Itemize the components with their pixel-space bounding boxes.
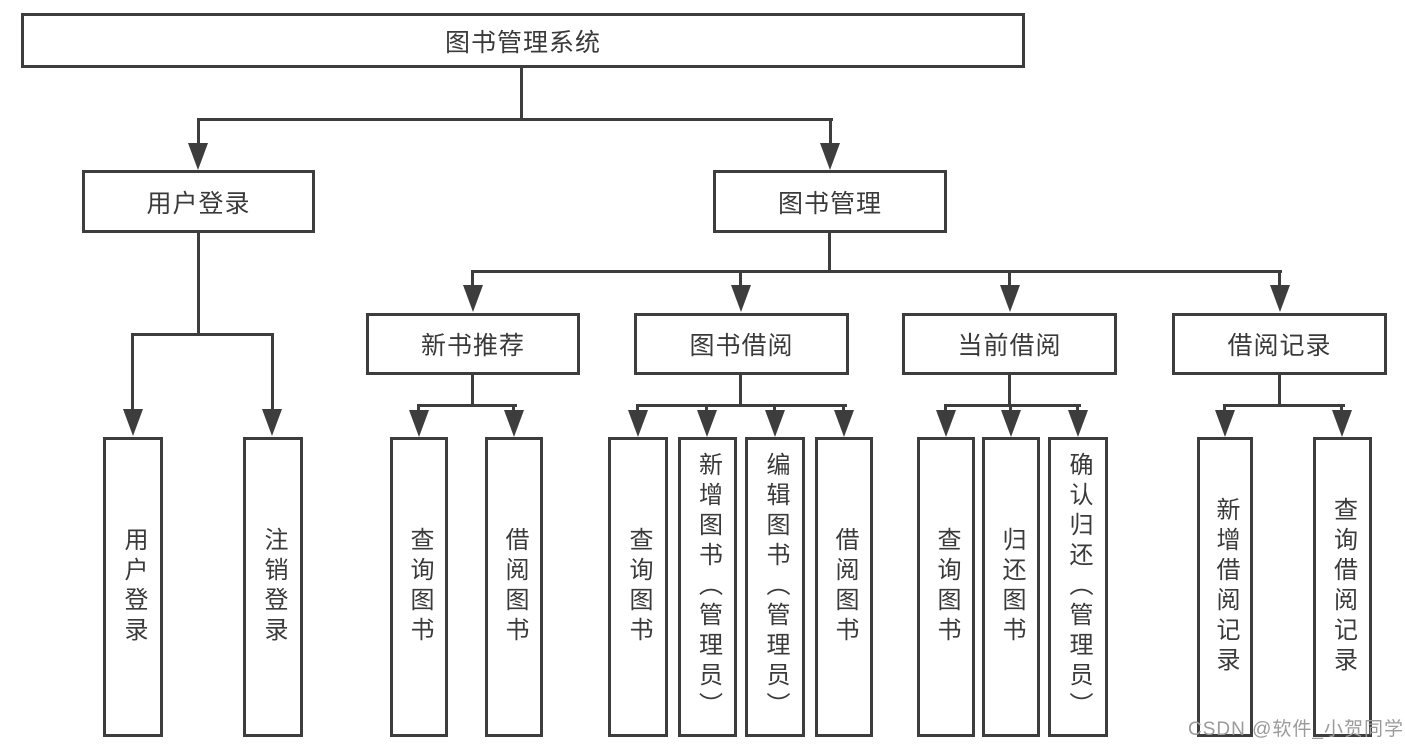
connector-book-mgmt-drop-3 [1008, 270, 1011, 286]
connector-records-drop-1 [1223, 404, 1226, 413]
leaf-label: 查询图书 [406, 527, 433, 647]
leaf-logout: 注销登录 [243, 437, 303, 737]
arrow-down-icon [834, 410, 854, 437]
connector-root-stem [520, 66, 523, 120]
leaf-confirm-return-admin: 确认归还（管理员） [1048, 437, 1108, 737]
leaf-user-login: 用户登录 [103, 437, 163, 737]
connector-records-stem [1278, 372, 1281, 407]
connector-current-bar [944, 404, 1081, 407]
leaf-add-borrow-record: 新增借阅记录 [1197, 437, 1253, 737]
node-new-book-recommendation: 新书推荐 [366, 313, 580, 375]
connector-user-login-bar [131, 333, 274, 336]
arrow-down-icon [820, 143, 840, 170]
node-label: 图书管理 [777, 189, 882, 218]
leaf-query-books-current: 查询图书 [917, 437, 975, 737]
leaf-label: 归还图书 [998, 527, 1025, 647]
leaf-return-books: 归还图书 [982, 437, 1040, 737]
leaf-edit-book-admin: 编辑图书（管理员） [745, 437, 805, 737]
arrow-down-icon [188, 143, 208, 170]
arrow-down-icon [1068, 410, 1088, 437]
connector-book-mgmt-drop-2 [739, 270, 742, 286]
connector-book-mgmt-drop-1 [471, 270, 474, 286]
node-current-borrowing: 当前借阅 [902, 313, 1117, 375]
connector-current-drop-2 [1009, 404, 1012, 413]
connector-new-book-bar [417, 404, 517, 407]
leaf-query-books-recommend: 查询图书 [390, 437, 448, 737]
node-label: 图书借阅 [689, 332, 794, 360]
leaf-label: 新增借阅记录 [1212, 497, 1239, 677]
connector-borrowing-drop-1 [636, 404, 639, 413]
connector-root-drop-left [197, 118, 200, 146]
arrow-down-icon [1000, 285, 1020, 312]
leaf-label: 新增图书（管理员） [694, 452, 722, 722]
connector-current-stem [1008, 372, 1011, 407]
leaf-label: 借阅图书 [831, 527, 858, 647]
arrow-down-icon [1270, 285, 1290, 312]
connector-root-drop-right [829, 118, 832, 146]
connector-root-bar [197, 118, 833, 121]
node-label: 用户登录 [146, 189, 251, 218]
arrow-down-icon [731, 285, 751, 312]
connector-borrowing-stem [739, 372, 742, 407]
leaf-label: 查询借阅记录 [1329, 497, 1357, 677]
node-root-label: 图书管理系统 [444, 28, 601, 57]
arrow-down-icon [262, 409, 282, 436]
connector-new-book-drop-2 [512, 404, 515, 413]
arrow-down-icon [504, 410, 524, 437]
connector-current-drop-1 [944, 404, 947, 413]
connector-records-bar [1223, 404, 1345, 407]
node-label: 借阅记录 [1227, 332, 1332, 360]
connector-user-login-drop-1 [131, 333, 134, 410]
node-book-borrowing: 图书借阅 [634, 313, 849, 375]
connector-borrowing-drop-3 [773, 404, 776, 413]
arrow-down-icon [463, 285, 483, 312]
arrow-down-icon [936, 410, 956, 437]
connector-current-drop-3 [1076, 404, 1079, 413]
arrow-down-icon [409, 410, 429, 437]
arrow-down-icon [123, 409, 143, 436]
connector-book-mgmt-stem [828, 231, 831, 272]
leaf-borrow-books-recommend: 借阅图书 [485, 437, 543, 737]
leaf-query-borrow-record: 查询借阅记录 [1313, 437, 1372, 737]
leaf-label: 查询图书 [625, 527, 652, 647]
arrow-down-icon [697, 410, 717, 437]
connector-user-login-stem [197, 231, 200, 335]
node-user-login: 用户登录 [82, 170, 315, 233]
leaf-add-book-admin: 新增图书（管理员） [678, 437, 737, 737]
node-book-management: 图书管理 [713, 170, 947, 233]
connector-user-login-drop-2 [271, 333, 274, 410]
connector-book-mgmt-drop-4 [1278, 270, 1281, 286]
connector-borrowing-bar [636, 404, 847, 407]
connector-new-book-stem [471, 372, 474, 407]
node-label: 当前借阅 [957, 332, 1062, 360]
connector-borrowing-drop-2 [705, 404, 708, 413]
leaf-label: 查询图书 [933, 527, 960, 647]
arrow-down-icon [1001, 410, 1021, 437]
arrow-down-icon [628, 410, 648, 437]
leaf-query-books-borrowing: 查询图书 [608, 437, 668, 737]
leaf-borrow-books-borrowing: 借阅图书 [815, 437, 873, 737]
connector-borrowing-drop-4 [842, 404, 845, 413]
leaf-label: 确认归还（管理员） [1065, 452, 1092, 722]
node-label: 新书推荐 [420, 332, 525, 360]
leaf-label: 注销登录 [260, 527, 287, 647]
leaf-label: 用户登录 [120, 527, 147, 647]
connector-records-drop-2 [1340, 404, 1343, 413]
connector-book-mgmt-bar [471, 270, 1282, 273]
arrow-down-icon [765, 410, 785, 437]
leaf-label: 借阅图书 [501, 527, 528, 647]
node-borrowing-records: 借阅记录 [1172, 313, 1387, 375]
arrow-down-icon [1332, 410, 1352, 437]
connector-new-book-drop-1 [417, 404, 420, 413]
leaf-label: 编辑图书（管理员） [762, 452, 789, 722]
node-root: 图书管理系统 [21, 13, 1025, 68]
arrow-down-icon [1215, 410, 1235, 437]
csdn-watermark: CSDN @软件_小贺同学 [1188, 719, 1404, 740]
